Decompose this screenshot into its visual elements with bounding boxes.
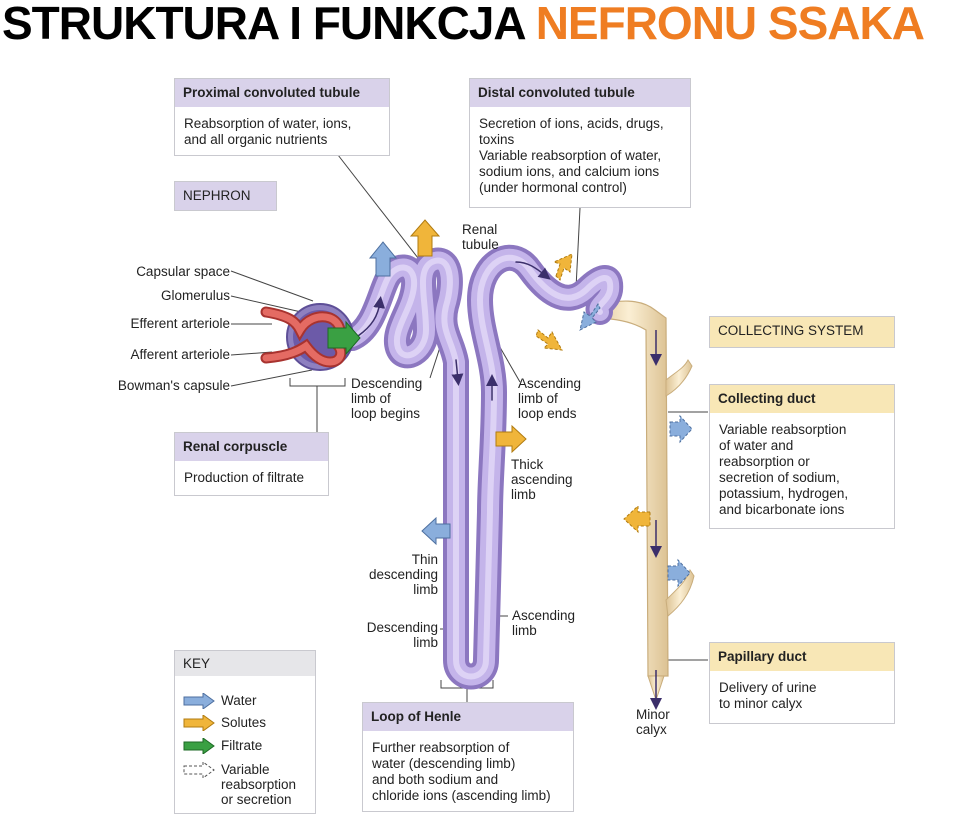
renal-corpuscle-header: Renal corpuscle bbox=[175, 433, 328, 461]
thin-descending-limb-label: Thin descending limb bbox=[368, 552, 438, 597]
water-arrow-icon bbox=[183, 692, 215, 710]
key-item-variable: Variable reabsorption or secretion bbox=[183, 761, 296, 807]
ascending-limb-ends-label: Ascending limb of loop ends bbox=[518, 376, 582, 421]
loop-of-henle-header: Loop of Henle bbox=[363, 703, 573, 731]
papillary-duct-text: Delivery of urine to minor calyx bbox=[719, 680, 817, 711]
nephron-tubule-shape bbox=[339, 244, 624, 690]
transport-arrows bbox=[368, 219, 693, 588]
collecting-duct-shape bbox=[589, 300, 695, 710]
filtrate-arrow-icon bbox=[183, 737, 215, 755]
key-label-water: Water bbox=[221, 693, 257, 708]
proximal-tubule-text: Reabsorption of water, ions, and all org… bbox=[184, 116, 352, 147]
renal-tubule-label: Renal tubule bbox=[462, 222, 499, 252]
distal-tubule-header: Distal convoluted tubule bbox=[470, 79, 690, 107]
key-label-filtrate: Filtrate bbox=[221, 738, 263, 753]
page-title-black: STRUKTURA I FUNKCJA bbox=[2, 0, 536, 49]
nephron-tag: NEPHRON bbox=[174, 181, 277, 211]
key-header: KEY bbox=[175, 651, 315, 676]
efferent-arteriole-label: Efferent arteriole bbox=[130, 316, 230, 331]
variable-arrow-icon bbox=[183, 761, 215, 779]
descending-limb-begins-label: Descending limb of loop begins bbox=[351, 376, 423, 421]
capsular-space-label: Capsular space bbox=[136, 264, 230, 279]
collecting-system-tag: COLLECTING SYSTEM bbox=[709, 316, 895, 348]
proximal-tubule-box: Proximal convoluted tubule Reabsorption … bbox=[174, 78, 390, 156]
collecting-duct-box: Collecting duct Variable reabsorption of… bbox=[709, 384, 895, 529]
proximal-tubule-header: Proximal convoluted tubule bbox=[175, 79, 389, 107]
key-item-solutes: Solutes bbox=[183, 714, 266, 734]
key-label-variable: Variable reabsorption or secretion bbox=[221, 762, 297, 807]
page-title: STRUKTURA I FUNKCJA NEFRONU SSAKA bbox=[2, 0, 925, 50]
loop-of-henle-text: Further reabsorption of water (descendin… bbox=[372, 740, 551, 803]
page-title-orange: NEFRONU SSAKA bbox=[535, 0, 925, 49]
solutes-arrow-icon bbox=[183, 714, 215, 732]
minor-calyx-label: Minor calyx bbox=[636, 707, 670, 737]
loop-of-henle-box: Loop of Henle Further reabsorption of wa… bbox=[362, 702, 574, 812]
glomerulus-label: Glomerulus bbox=[160, 288, 230, 303]
ascending-limb-label: Ascending limb bbox=[512, 608, 576, 638]
renal-corpuscle-box: Renal corpuscle Production of filtrate bbox=[174, 432, 329, 496]
thick-ascending-limb-label: Thick ascending limb bbox=[511, 457, 573, 502]
collecting-duct-header: Collecting duct bbox=[710, 385, 894, 413]
collecting-duct-text: Variable reabsorption of water and reabs… bbox=[719, 422, 849, 517]
descending-limb-label: Descending limb bbox=[366, 620, 438, 650]
renal-corpuscle-shape bbox=[260, 303, 361, 371]
renal-corpuscle-text: Production of filtrate bbox=[184, 470, 305, 485]
distal-tubule-text: Secretion of ions, acids, drugs, toxins … bbox=[479, 116, 664, 195]
leader-lines bbox=[230, 154, 708, 702]
distal-tubule-box: Distal convoluted tubule Secretion of io… bbox=[469, 78, 691, 208]
key-legend: KEY Water Solutes Filtrate Variable reab… bbox=[174, 650, 316, 814]
key-item-filtrate: Filtrate bbox=[183, 737, 262, 757]
afferent-arteriole-label: Afferent arteriole bbox=[130, 347, 230, 362]
bowmans-capsule-label: Bowman's capsule bbox=[117, 378, 230, 393]
key-item-water: Water bbox=[183, 692, 257, 712]
papillary-duct-header: Papillary duct bbox=[710, 643, 894, 671]
key-label-solutes: Solutes bbox=[221, 715, 267, 730]
papillary-duct-box: Papillary duct Delivery of urine to mino… bbox=[709, 642, 895, 724]
